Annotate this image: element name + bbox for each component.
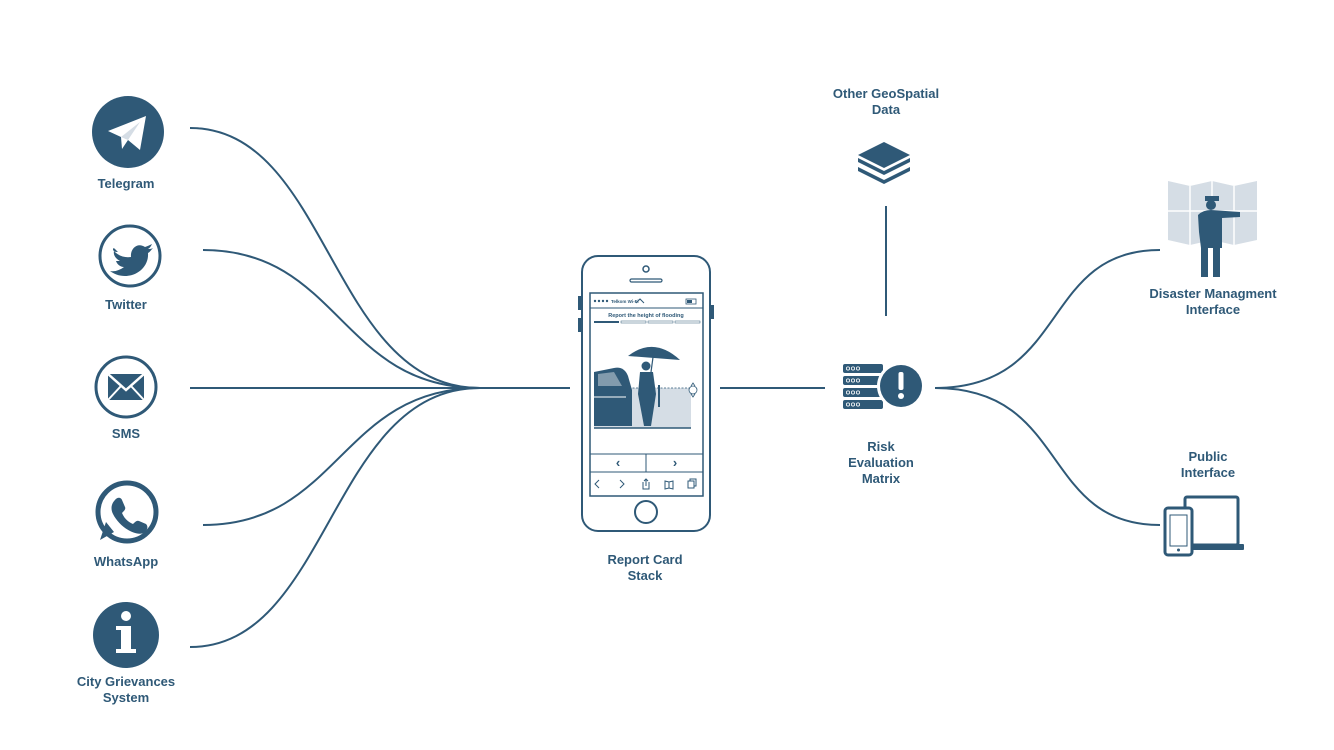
layers-icon	[858, 142, 910, 184]
telegram-icon	[92, 96, 164, 168]
info-icon	[93, 602, 159, 668]
devices-icon	[1163, 495, 1244, 557]
officer-map-icon	[1168, 181, 1257, 277]
phone-prev-button[interactable]: ‹	[616, 455, 620, 470]
connector-whatsapp	[202, 387, 481, 526]
source-label-whatsapp: WhatsApp	[93, 554, 159, 569]
connector-twitter	[202, 249, 481, 389]
browser-tabs-icon[interactable]	[687, 480, 695, 489]
browser-back-icon[interactable]	[594, 479, 600, 489]
phone-next-button[interactable]: ›	[673, 455, 677, 470]
phone-prompt-text: Report the height of flooding	[608, 313, 683, 319]
phone-status-bar: Telkom Wi-Fi	[593, 298, 697, 305]
flood-scene-illustration	[594, 346, 698, 429]
connector-grievances	[189, 387, 481, 648]
phone-browser-toolbar	[594, 478, 697, 490]
hub-label: Report Card Stack	[607, 552, 683, 583]
twitter-icon	[98, 224, 162, 288]
alert-server-icon	[843, 362, 925, 410]
connector-risk-disaster	[934, 249, 1161, 389]
geodata-label: Other GeoSpatial Data	[832, 86, 940, 117]
smartphone-icon: Telkom Wi-Fi Report the height of floodi…	[578, 255, 714, 532]
whatsapp-icon	[95, 480, 159, 544]
source-label-grievances: City Grievances System	[76, 674, 176, 705]
source-label-sms: SMS	[111, 426, 141, 441]
connector-telegram	[189, 127, 481, 389]
envelope-icon	[94, 355, 158, 419]
browser-bookmarks-icon[interactable]	[664, 480, 674, 490]
source-label-telegram: Telegram	[97, 176, 155, 191]
browser-forward-icon[interactable]	[619, 479, 625, 489]
phone-carrier-text: Telkom Wi-Fi	[611, 299, 639, 304]
output-label-disaster: Disaster Managment Interface	[1149, 286, 1277, 317]
source-connectors	[189, 127, 570, 648]
source-label-twitter: Twitter	[105, 297, 147, 312]
output-label-public: Public Interface	[1180, 449, 1236, 480]
risk-label: Risk Evaluation Matrix	[848, 439, 914, 486]
browser-share-icon[interactable]	[642, 478, 650, 490]
connector-risk-public	[934, 387, 1161, 526]
output-connectors	[934, 249, 1161, 526]
phone-progress-tabs	[594, 320, 701, 324]
